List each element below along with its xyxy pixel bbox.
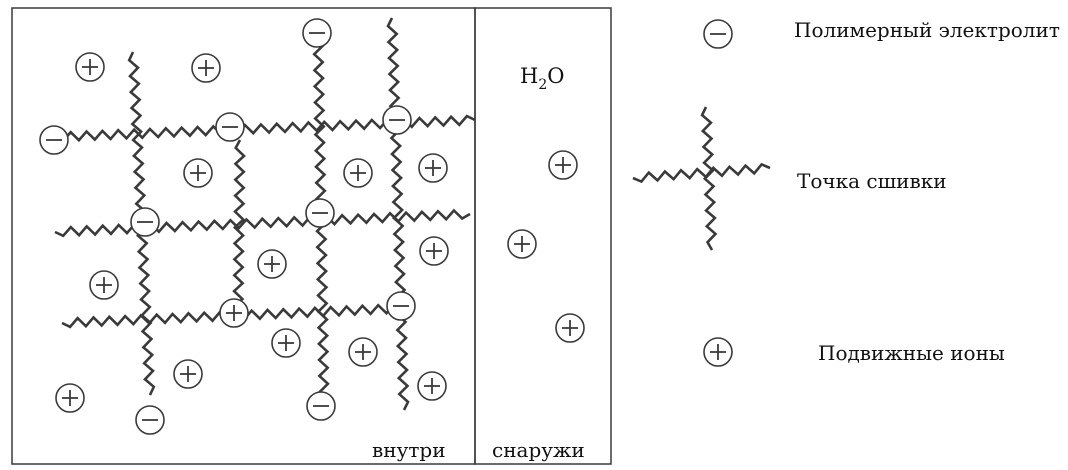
legend-crosslink-vertical-chain <box>700 106 718 251</box>
polymer-network <box>54 17 476 411</box>
fixed-negative-ion <box>305 198 335 228</box>
fixed-negative-ion <box>302 18 332 48</box>
legend-positive-ion-icon <box>703 337 733 367</box>
mobile-positive-ion <box>507 229 537 259</box>
mobile-positive-ion <box>183 158 213 188</box>
mobile-positive-ion <box>55 383 85 413</box>
legend-crosslink-horizontal-chain <box>632 162 771 184</box>
mobile-positive-ion <box>418 153 448 183</box>
fixed-negative-ion <box>386 291 416 321</box>
mobile-positive-ion <box>75 52 105 82</box>
mobile-positive-ion <box>343 158 373 188</box>
compartment-frame <box>11 7 612 465</box>
inside-region-label: внутри <box>372 438 446 462</box>
outside-compartment-border <box>474 7 612 465</box>
water-subscript: 2 <box>538 77 547 93</box>
mobile-positive-ion <box>548 150 578 180</box>
legend-positive-ion <box>703 337 733 367</box>
mobile-positive-ion <box>271 328 301 358</box>
legend-negative-ion <box>703 19 733 49</box>
water-label: H2O <box>520 64 564 93</box>
water-symbol-o: O <box>547 64 564 88</box>
polymer-chain-col-4 <box>386 17 410 411</box>
fixed-negative-ion <box>215 112 245 142</box>
fixed-negative-ion <box>39 125 69 155</box>
fixed-negative-ion <box>306 391 336 421</box>
legend-polymer-electrolyte-label: Полимерный электролит <box>794 18 1060 42</box>
mobile-positive-ion <box>419 236 449 266</box>
mobile-positive-ion <box>257 249 287 279</box>
mobile-positive-ion <box>219 298 249 328</box>
polymer-chain-row-2 <box>54 208 471 238</box>
fixed-negative-ion <box>130 207 160 237</box>
ion-set <box>39 18 585 435</box>
fixed-negative-ion <box>135 405 165 435</box>
mobile-positive-ion <box>89 270 119 300</box>
legend: Полимерный электролит Точка сшивки Подви… <box>632 18 1060 367</box>
mobile-positive-ion <box>173 359 203 389</box>
legend-crosslink-icon <box>632 106 771 251</box>
legend-mobile-ions-label: Подвижные ионы <box>818 341 1005 365</box>
polymer-chain-col-2 <box>232 139 246 316</box>
fixed-negative-ion <box>382 105 412 135</box>
mobile-positive-ion <box>555 313 585 343</box>
mobile-positive-ion <box>417 371 447 401</box>
water-symbol-h: H <box>520 64 538 88</box>
outside-region-label: снаружи <box>492 438 585 462</box>
legend-crosslink-label: Точка сшивки <box>797 169 947 193</box>
mobile-positive-ion <box>191 53 221 83</box>
mobile-positive-ion <box>348 337 378 367</box>
polymer-chain-row-1 <box>54 114 476 143</box>
legend-negative-ion-icon <box>703 19 733 49</box>
